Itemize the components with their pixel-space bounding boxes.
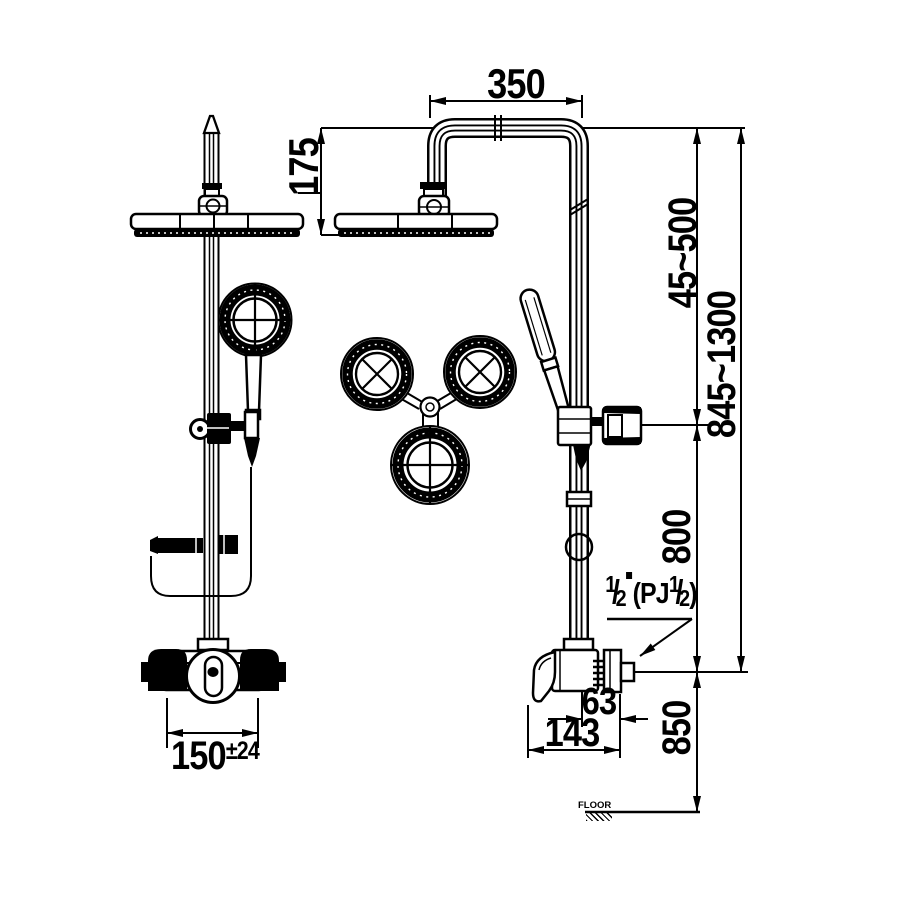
side-riser-pipe (427, 118, 589, 645)
side-pipe-union-tick (494, 115, 502, 141)
side-pipe-fitting (420, 182, 447, 189)
front-hand-shower-handle (244, 353, 263, 413)
dim-350-label: 350 (487, 60, 546, 107)
thread-leader-line (639, 618, 693, 657)
front-hose-nut (244, 438, 260, 467)
front-pipe-tip (202, 114, 221, 135)
front-wall-union-left (148, 649, 187, 691)
dim-143-label: 143 (544, 711, 601, 755)
side-slider-bracket (556, 405, 643, 447)
top-view (340, 335, 517, 505)
front-view (129, 114, 305, 704)
dim-845-1300-label: 845~1300 (700, 290, 744, 439)
dim-45-500-label: 45~500 (661, 197, 705, 309)
top-view-junction (419, 396, 441, 418)
thread-frac2-den: 2 (679, 585, 690, 611)
front-ball-joint (197, 194, 229, 218)
side-hand-shower (519, 288, 573, 423)
dimension-lines (166, 95, 748, 814)
side-view (333, 115, 643, 703)
dim-175-label: 175 (280, 138, 327, 196)
side-wall-thread (593, 659, 604, 687)
inch-mark-icon (625, 572, 632, 579)
front-hose-outlet-arm (150, 535, 238, 554)
side-ball-joint (417, 194, 451, 219)
thread-frac2-num: 1 (668, 571, 680, 597)
dim-150-label: 150±24 (163, 736, 266, 776)
floor-label: FLOOR (578, 800, 612, 811)
thread-frac1-num: 1 (605, 571, 616, 597)
side-valve-lever (531, 650, 557, 703)
side-overhead-shower-head (333, 212, 499, 237)
front-wall-union-right (240, 649, 279, 691)
front-overhead-shower-head (129, 212, 305, 237)
side-riser-collar (562, 637, 595, 652)
dim-150-tolerance: ±24 (225, 737, 260, 765)
top-view-head-left (340, 337, 414, 411)
dim-63-label: 63 (581, 681, 618, 723)
side-riser-break-mark (569, 198, 589, 216)
front-mixer-valve (141, 648, 286, 704)
floor-hatch-icon (586, 813, 612, 821)
side-union-stub (619, 661, 636, 683)
side-hose-cone (572, 440, 591, 471)
thread-frac1-den: 2 (615, 585, 627, 611)
dim-850-label: 850 (655, 700, 699, 756)
thread-label-end: ) (689, 578, 697, 610)
front-pipe-fitting (202, 183, 222, 189)
front-hose-loop (150, 467, 252, 597)
front-slider-bracket (189, 410, 260, 444)
top-view-head-bottom (390, 425, 470, 505)
thread-size-label: 1/2(PJ1/2) (605, 571, 698, 611)
thread-label-mid: (PJ (632, 578, 670, 610)
dim-150-value: 150 (171, 734, 227, 778)
top-view-head-right (443, 335, 517, 409)
side-hose-outlet-joint (564, 532, 594, 562)
side-mixer-valve (531, 648, 636, 703)
